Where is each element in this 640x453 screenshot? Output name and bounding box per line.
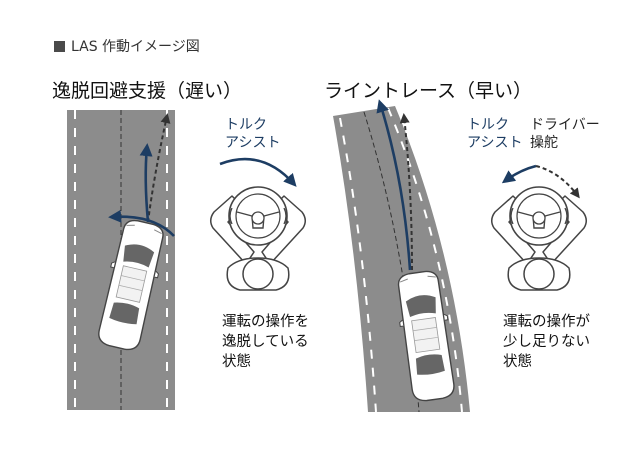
right-desc-line1: 運転の操作が [503, 314, 590, 330]
left-torque-label: トルク アシスト [225, 116, 280, 152]
left-description: 運転の操作を 逸脱している 状態 [222, 312, 309, 372]
right-driver-label-line1: ドライバー [530, 117, 600, 133]
header-text: LAS 作動イメージ図 [71, 39, 200, 55]
left-dashed-arrow [147, 113, 171, 223]
right-torque-arrow [501, 164, 537, 184]
left-desc-line2: 逸脱している [222, 334, 309, 350]
right-desc-line3: 状態 [503, 354, 532, 370]
right-desc-line2: 少し足りない [503, 334, 590, 350]
right-torque-label-line2: アシスト [467, 135, 523, 151]
right-dashed-arrow [399, 113, 413, 271]
left-desc-line1: 運転の操作を [222, 314, 309, 330]
figure-header: LAS 作動イメージ図 [54, 36, 200, 56]
right-driver-steer-arrow [535, 165, 580, 199]
right-panel-title: ライントレース（早い） [324, 80, 533, 102]
left-correction-arrow [108, 209, 175, 237]
left-torque-arc-arrow [219, 157, 297, 187]
left-panel-title: 逸脱回避支援（遅い） [52, 80, 243, 102]
left-blue-arrow [139, 143, 153, 223]
right-description: 運転の操作が 少し足りない 状態 [503, 312, 590, 372]
left-torque-label-line2: アシスト [225, 135, 281, 151]
left-desc-line3: 状態 [222, 354, 251, 370]
right-torque-label: トルク アシスト [467, 116, 522, 152]
right-driver-label-line2: 操舵 [530, 135, 558, 151]
left-torque-label-line1: トルク [225, 117, 267, 133]
right-driver-label: ドライバー 操舵 [530, 116, 600, 152]
left-driver-illustration [209, 186, 307, 291]
header-square-icon [54, 40, 65, 52]
right-blue-arrow [376, 99, 412, 271]
right-torque-label-line1: トルク [467, 117, 509, 133]
right-driver-illustration [490, 186, 588, 291]
